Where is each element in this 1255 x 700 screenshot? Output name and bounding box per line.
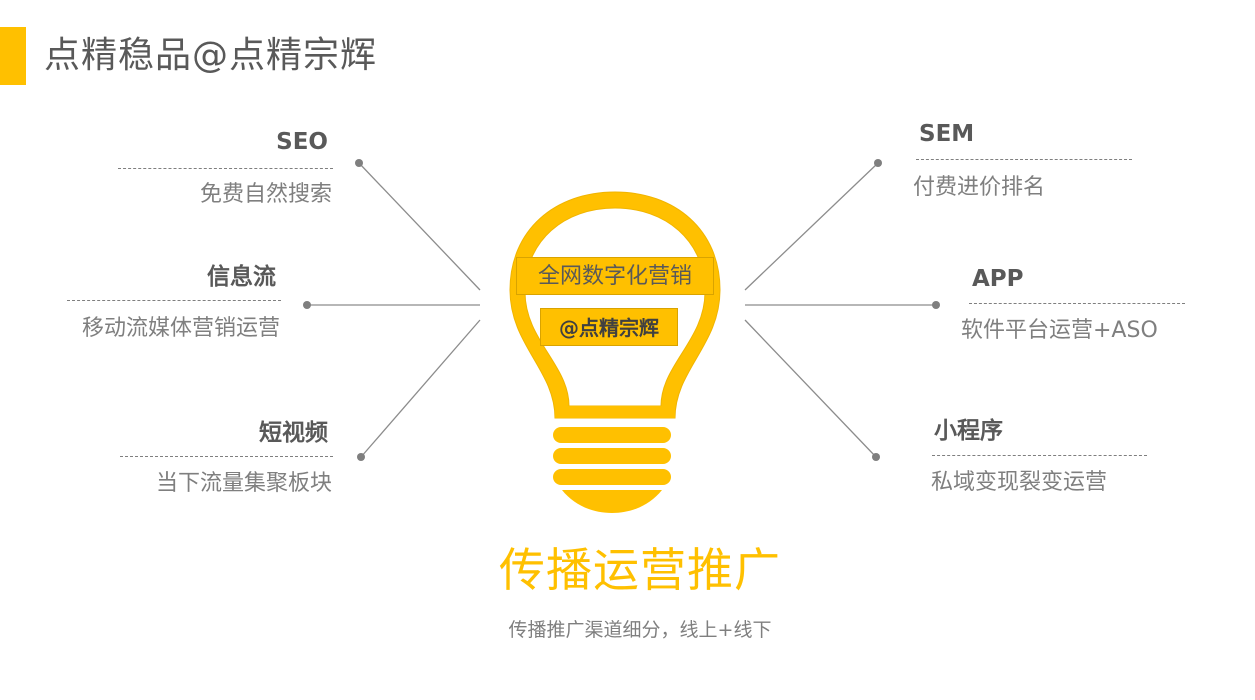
seo-divider xyxy=(118,168,333,169)
page-title: 点精稳品@点精宗辉 xyxy=(44,35,378,76)
dot-info-flow xyxy=(303,301,311,309)
bulb-label-author: @点精宗辉 xyxy=(540,308,678,346)
connector-mini-program xyxy=(744,319,877,458)
sem-desc: 付费进价排名 xyxy=(913,175,1046,200)
bulb-ring-1 xyxy=(553,427,671,443)
sem-divider xyxy=(916,159,1132,160)
app-divider xyxy=(969,303,1185,304)
sub-heading: 传播推广渠道细分，线上+线下 xyxy=(508,619,772,641)
mini-program-divider xyxy=(932,455,1147,456)
bulb-ring-3 xyxy=(553,469,671,485)
short-video-divider xyxy=(120,456,333,457)
connector-seo xyxy=(358,162,481,291)
bulb-tip xyxy=(562,490,662,513)
mini-program-title: 小程序 xyxy=(934,418,1003,444)
dot-app xyxy=(932,301,940,309)
title-accent-bar xyxy=(0,27,26,85)
connector-short-video xyxy=(360,319,481,458)
bulb-base-top xyxy=(555,406,675,418)
dot-short-video xyxy=(357,453,365,461)
bulb-label-main: 全网数字化营销 xyxy=(516,257,714,295)
bulb-ring-2 xyxy=(553,448,671,464)
main-heading: 传播运营推广 xyxy=(499,543,781,597)
mini-program-desc: 私域变现裂变运营 xyxy=(931,470,1108,495)
info-flow-title: 信息流 xyxy=(207,264,276,290)
info-flow-divider xyxy=(67,300,281,301)
app-desc: 软件平台运营+ASO xyxy=(961,318,1158,343)
dot-mini-program xyxy=(872,453,880,461)
dot-seo xyxy=(355,159,363,167)
app-title: APP xyxy=(972,266,1024,292)
short-video-title: 短视频 xyxy=(259,420,328,446)
short-video-desc: 当下流量集聚板块 xyxy=(155,471,332,496)
info-flow-desc: 移动流媒体营销运营 xyxy=(81,316,280,341)
seo-title: SEO xyxy=(276,129,328,155)
sem-title: SEM xyxy=(919,121,975,147)
seo-desc: 免费自然搜索 xyxy=(199,182,332,207)
bulb-glass-icon xyxy=(509,191,721,419)
dot-sem xyxy=(874,159,882,167)
connector-sem xyxy=(744,162,879,291)
